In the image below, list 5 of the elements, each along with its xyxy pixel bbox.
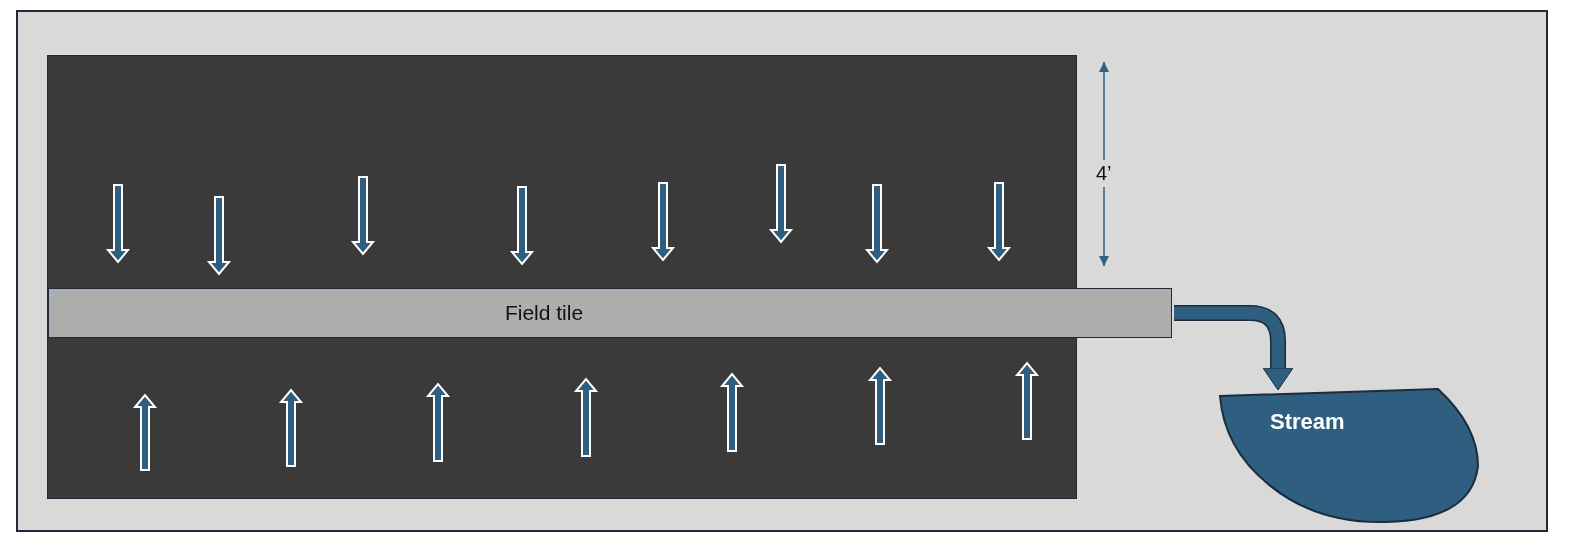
stream-label: Stream xyxy=(1270,409,1345,435)
flow-arrow xyxy=(1174,305,1294,391)
dimension-label: 4’ xyxy=(1094,160,1114,187)
tile-label: Field tile xyxy=(503,301,585,325)
field-tile-pipe xyxy=(48,288,1172,338)
